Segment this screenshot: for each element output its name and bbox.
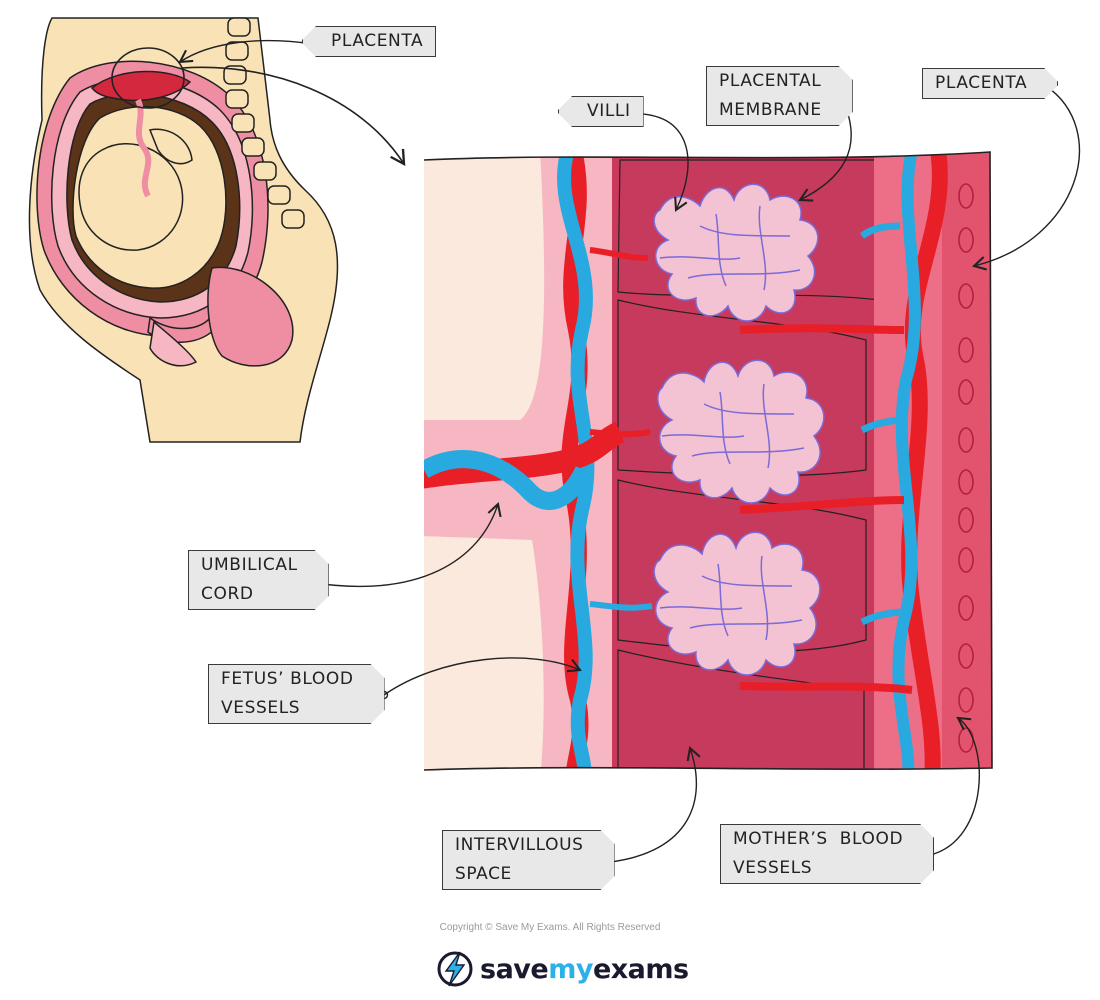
brand-save: save	[480, 953, 549, 985]
maternal-branch-2	[739, 496, 905, 514]
maternal-branch-3	[739, 682, 913, 694]
pregnancy-cross-section	[28, 17, 339, 443]
maternal-vein-branch-3	[860, 608, 901, 626]
section-outline	[423, 151, 993, 771]
maternal-vein-branch-2	[860, 416, 901, 434]
label-placenta-right: PLACENTA	[922, 68, 1058, 99]
label-villi: VILLI	[558, 96, 644, 127]
brand-my: my	[548, 953, 593, 985]
label-mothers-blood-vessels: MOTHER’S BLOOD VESSELS	[720, 824, 934, 884]
bolt-logo-icon	[437, 951, 473, 987]
label-placenta-top: PLACENTA	[302, 26, 436, 57]
maternal-artery	[901, 152, 948, 770]
uterine-cells	[958, 183, 974, 753]
fetal-branch-2	[589, 429, 651, 438]
maternal-vein-branch-1	[859, 222, 901, 239]
enlarge-arrow	[181, 66, 406, 167]
brand-logo[interactable]: savemyexams	[436, 950, 689, 988]
label-placental-membrane: PLACENTAL MEMBRANE	[706, 66, 853, 126]
villus-1	[653, 183, 819, 322]
villus-3	[653, 531, 821, 676]
umbilical-artery	[424, 421, 625, 489]
lower-tissue	[149, 320, 198, 367]
copyright-text: Copyright © Save My Exams. All Rights Re…	[439, 922, 661, 933]
fetus-arm	[148, 128, 193, 165]
label-umbilical-cord: UMBILICAL CORD	[188, 550, 329, 610]
fetal-branch-3	[589, 601, 653, 611]
maternal-branch-1	[739, 324, 905, 334]
spine	[223, 17, 305, 229]
maternal-vein	[892, 152, 921, 770]
placenta-section	[424, 152, 992, 770]
brand-exams: exams	[592, 953, 689, 985]
placenta-highlight-circle	[111, 47, 185, 109]
brand-wordmark: savemyexams	[480, 954, 689, 985]
fetal-branch-1	[589, 247, 649, 261]
bladder	[207, 266, 294, 367]
fetal-vein	[557, 152, 595, 770]
villus-2	[657, 359, 825, 504]
umbilical-vein	[424, 450, 593, 510]
uterine-wall	[942, 152, 992, 770]
label-fetus-blood-vessels: FETUS’ BLOOD VESSELS	[208, 664, 385, 724]
label-intervillous-space: INTERVILLOUS SPACE	[442, 830, 615, 890]
umbilical-small	[135, 98, 152, 198]
fetus-head	[78, 142, 184, 251]
